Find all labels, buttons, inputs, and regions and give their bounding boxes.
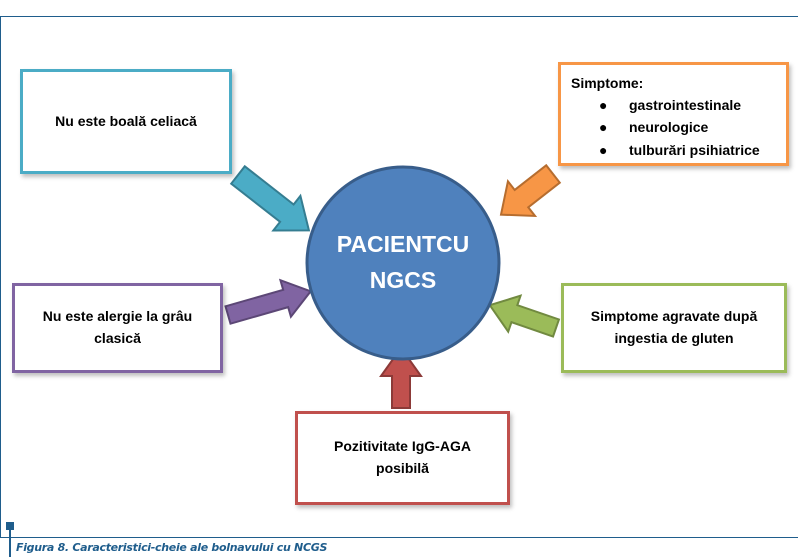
box-igg-aga: Pozitivitate IgG-AGA posibilă: [295, 411, 510, 505]
box-not-celiac: Nu este boală celiacă: [20, 69, 232, 174]
center-circle: [305, 165, 501, 361]
arrow-gluten: [488, 294, 561, 338]
bullet-icon: ●: [599, 119, 608, 136]
symptom-item: tulburări psihiatrice: [629, 141, 760, 158]
symptoms-list: ● gastrointestinale ● neurologice ● tulbură…: [571, 94, 786, 161]
arrow-allergy: [224, 278, 313, 325]
bullet-icon: ●: [599, 141, 608, 158]
box-gluten-worsening: Simptome agravate după ingestia de glute…: [561, 283, 787, 373]
box-not-celiac-label: Nu este boală celiacă: [55, 112, 197, 129]
box-gluten-worsening-label: Simptome agravate după ingestia de glute…: [590, 308, 758, 346]
bullet-icon: ●: [599, 97, 608, 113]
caption-marker: [6, 522, 14, 530]
box-igg-aga-label: Pozitivitate IgG-AGA posibilă: [334, 438, 471, 476]
symptom-item: gastrointestinale: [629, 97, 742, 113]
arrow-celiac: [229, 164, 311, 232]
arrow-igg: [379, 346, 423, 409]
center-label: PACIENTCU NGCS: [303, 163, 503, 363]
symptom-item: neurologice: [629, 119, 709, 136]
list-item: ● neurologice: [571, 116, 786, 138]
symptoms-title: Simptome:: [571, 75, 644, 91]
figure-frame: [0, 16, 798, 538]
list-item: ● gastrointestinale: [571, 94, 786, 116]
list-item: ● tulburări psihiatrice: [571, 139, 786, 161]
arrow-symptoms: [499, 163, 562, 218]
box-not-wheat-allergy: Nu este alergie la grâu clasică: [12, 283, 223, 373]
box-symptoms: Simptome: ● gastrointestinale ● neurologic…: [558, 62, 789, 166]
figure-caption: Figura 8. Caracteristici-cheie ale bolna…: [16, 541, 328, 554]
caption-stem: [9, 530, 11, 557]
box-not-wheat-allergy-label: Nu este alergie la grâu clasică: [42, 308, 193, 346]
center-line-2: CU NGCS: [369, 231, 470, 293]
center-line-1: PACIENT: [336, 231, 436, 258]
